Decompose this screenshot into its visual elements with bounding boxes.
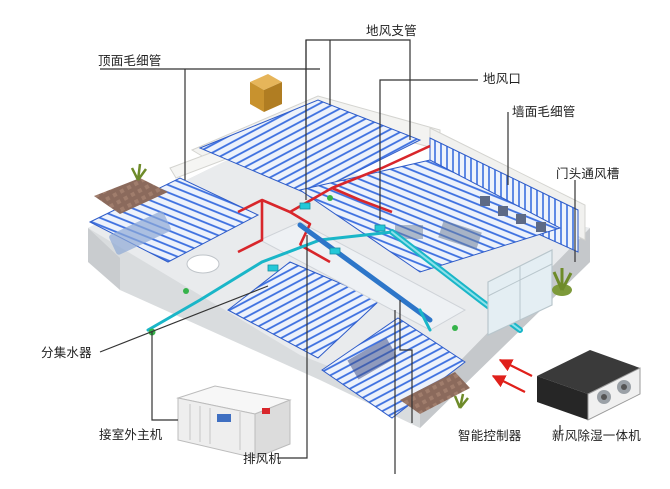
glass-door bbox=[487, 249, 553, 336]
label-water-collector: 分集水器 bbox=[41, 345, 92, 360]
living-room-capillary bbox=[298, 159, 562, 273]
ceiling-capillary-mat bbox=[198, 99, 422, 196]
floor-air-outlets bbox=[267, 202, 386, 272]
fresh-air-unit-icon bbox=[537, 350, 641, 421]
label-smart-controller: 智能控制器 bbox=[458, 428, 522, 443]
corridor-floor bbox=[258, 221, 467, 331]
label-wall-capillary: 墙面毛细管 bbox=[512, 104, 576, 119]
label-door-head-vent-slot: 门头通风槽 bbox=[556, 166, 620, 181]
outdoor-unit-icon bbox=[176, 385, 292, 459]
plant-icon bbox=[130, 163, 573, 409]
bathroom-tiles bbox=[94, 178, 470, 414]
rooftop-unit-box bbox=[250, 74, 282, 112]
label-ceiling-capillary: 顶面毛细管 bbox=[98, 53, 162, 68]
wall-vent-grilles bbox=[480, 196, 546, 232]
label-outdoor-host-connection: 接室外主机 bbox=[99, 427, 163, 442]
label-fresh-air-dehumidifier: 新风除湿一体机 bbox=[552, 428, 641, 443]
label-exhaust-fan: 排风机 bbox=[243, 451, 282, 466]
airflow-arrows bbox=[491, 359, 533, 393]
supply-pipes bbox=[237, 144, 431, 264]
label-floor-air-outlet: 地风口 bbox=[483, 71, 522, 86]
water-collector-icon bbox=[148, 195, 458, 336]
callout-leader-lines bbox=[99, 39, 576, 474]
label-floor-branch-pipe: 地风支管 bbox=[366, 23, 417, 38]
bedroom-right-capillary bbox=[321, 317, 466, 419]
